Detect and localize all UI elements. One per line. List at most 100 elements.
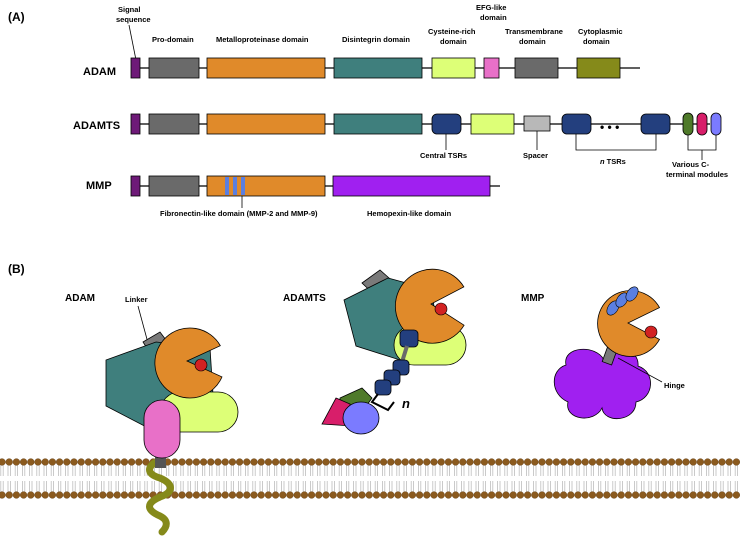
lipid-head bbox=[610, 491, 618, 499]
lipid-head bbox=[243, 458, 251, 466]
adamts-c-terminal-module-1 bbox=[682, 112, 694, 136]
lipid-head bbox=[696, 458, 705, 466]
row-label-adam: ADAM bbox=[83, 66, 116, 78]
mmp-active-site bbox=[644, 325, 658, 339]
lipid-head bbox=[452, 491, 460, 499]
adam-transmembrane-domain bbox=[514, 57, 559, 79]
lipid-head bbox=[711, 458, 719, 466]
lipid-head bbox=[55, 458, 64, 466]
lipid-head bbox=[329, 458, 337, 466]
lipid-head bbox=[667, 491, 676, 499]
lipid-head bbox=[639, 491, 647, 499]
transmembrane-label-line2: domain bbox=[519, 37, 546, 46]
lipid-head bbox=[243, 491, 251, 499]
lipid-head bbox=[286, 458, 294, 466]
lipid-head bbox=[423, 458, 431, 466]
lipid-head bbox=[452, 458, 460, 466]
adamts-n-bracket bbox=[370, 393, 395, 412]
lipid-head bbox=[185, 458, 193, 466]
lipid-head bbox=[545, 491, 553, 499]
signal-sequence-pointer bbox=[128, 24, 137, 61]
lipid-head bbox=[509, 491, 517, 499]
panel-a-label: (A) bbox=[8, 10, 25, 24]
lipid-head bbox=[437, 458, 445, 466]
lipid-head bbox=[236, 491, 244, 499]
lipid-head bbox=[365, 458, 373, 466]
lipid-head bbox=[178, 491, 186, 499]
lipid-head bbox=[732, 491, 740, 499]
lipid-head bbox=[675, 458, 683, 466]
lipid-head bbox=[221, 458, 229, 466]
n-tsrs-bracket bbox=[575, 134, 657, 151]
lipid-head bbox=[545, 458, 553, 466]
adam-pro-domain bbox=[148, 57, 200, 79]
lipid-head bbox=[228, 458, 237, 466]
lipid-head bbox=[430, 458, 438, 466]
lipid-head bbox=[41, 491, 49, 499]
lipid-head bbox=[128, 491, 136, 499]
lipid-head bbox=[308, 458, 316, 466]
lipid-head bbox=[516, 458, 525, 466]
lipid-head bbox=[99, 491, 107, 499]
lipid-head bbox=[55, 491, 64, 499]
lipid-head bbox=[106, 491, 114, 499]
lipid-head bbox=[91, 458, 100, 466]
lipid-head bbox=[509, 458, 517, 466]
cysteine-rich-label-line2: domain bbox=[440, 37, 467, 46]
lipid-head bbox=[603, 458, 611, 466]
lipid-head bbox=[394, 491, 402, 499]
various-c-terminal-label-line1: Various C- bbox=[672, 160, 710, 169]
lipid-head bbox=[718, 458, 726, 466]
lipid-head bbox=[646, 491, 654, 499]
lipid-head bbox=[631, 458, 640, 466]
adamts-signal-sequence bbox=[130, 113, 141, 135]
adam-metalloproteinase-pacman bbox=[154, 327, 223, 399]
lipid-head bbox=[689, 458, 697, 466]
lipid-head bbox=[322, 458, 330, 466]
lipid-head bbox=[660, 458, 669, 466]
membrane-heads bbox=[0, 458, 740, 499]
lipid-head bbox=[250, 458, 258, 466]
lipid-head bbox=[48, 491, 57, 499]
lipid-head bbox=[552, 458, 561, 466]
lipid-head bbox=[372, 491, 381, 499]
lipid-head bbox=[725, 458, 733, 466]
lipid-head bbox=[214, 458, 222, 466]
lipid-head bbox=[639, 458, 647, 466]
lipid-head bbox=[574, 458, 582, 466]
adamts-central-tsr bbox=[399, 329, 419, 348]
adam-protein-label: ADAM bbox=[65, 293, 95, 304]
hemopexin-label: Hemopexin-like domain bbox=[367, 209, 452, 218]
lipid-head bbox=[603, 491, 611, 499]
lipid-head bbox=[488, 491, 496, 499]
lipid-head bbox=[315, 491, 323, 499]
lipid-head bbox=[523, 458, 532, 466]
lipid-head bbox=[574, 491, 582, 499]
lipid-head bbox=[624, 458, 633, 466]
lipid-head bbox=[12, 458, 21, 466]
lipid-head bbox=[5, 458, 13, 466]
lipid-head bbox=[380, 491, 388, 499]
lipid-head bbox=[99, 458, 107, 466]
lipid-head bbox=[437, 491, 445, 499]
lipid-head bbox=[408, 491, 417, 499]
lipid-head bbox=[480, 491, 489, 499]
lipid-head bbox=[200, 458, 208, 466]
hinge-pointer bbox=[617, 357, 663, 383]
lipid-head bbox=[495, 458, 503, 466]
lipid-head bbox=[264, 491, 273, 499]
fibronectin-label: Fibronectin-like domain (MMP-2 and MMP-9… bbox=[160, 209, 318, 218]
lipid-head bbox=[358, 458, 366, 466]
adam-cysteine-rich-domain bbox=[431, 57, 476, 79]
n-tsrs-label: n TSRs bbox=[600, 157, 626, 166]
transmembrane-label-line1: Transmembrane bbox=[505, 27, 563, 36]
lipid-head bbox=[185, 491, 193, 499]
mmp-fibronectin-stripe-3 bbox=[241, 177, 245, 195]
lipid-head bbox=[559, 491, 568, 499]
mmp-metalloproteinase-domain bbox=[206, 175, 326, 197]
lipid-head bbox=[207, 491, 215, 499]
adam-active-site bbox=[194, 358, 208, 372]
lipid-head bbox=[171, 458, 179, 466]
signal-sequence-label-line1: Signal bbox=[118, 5, 141, 14]
lipid-head bbox=[473, 458, 481, 466]
